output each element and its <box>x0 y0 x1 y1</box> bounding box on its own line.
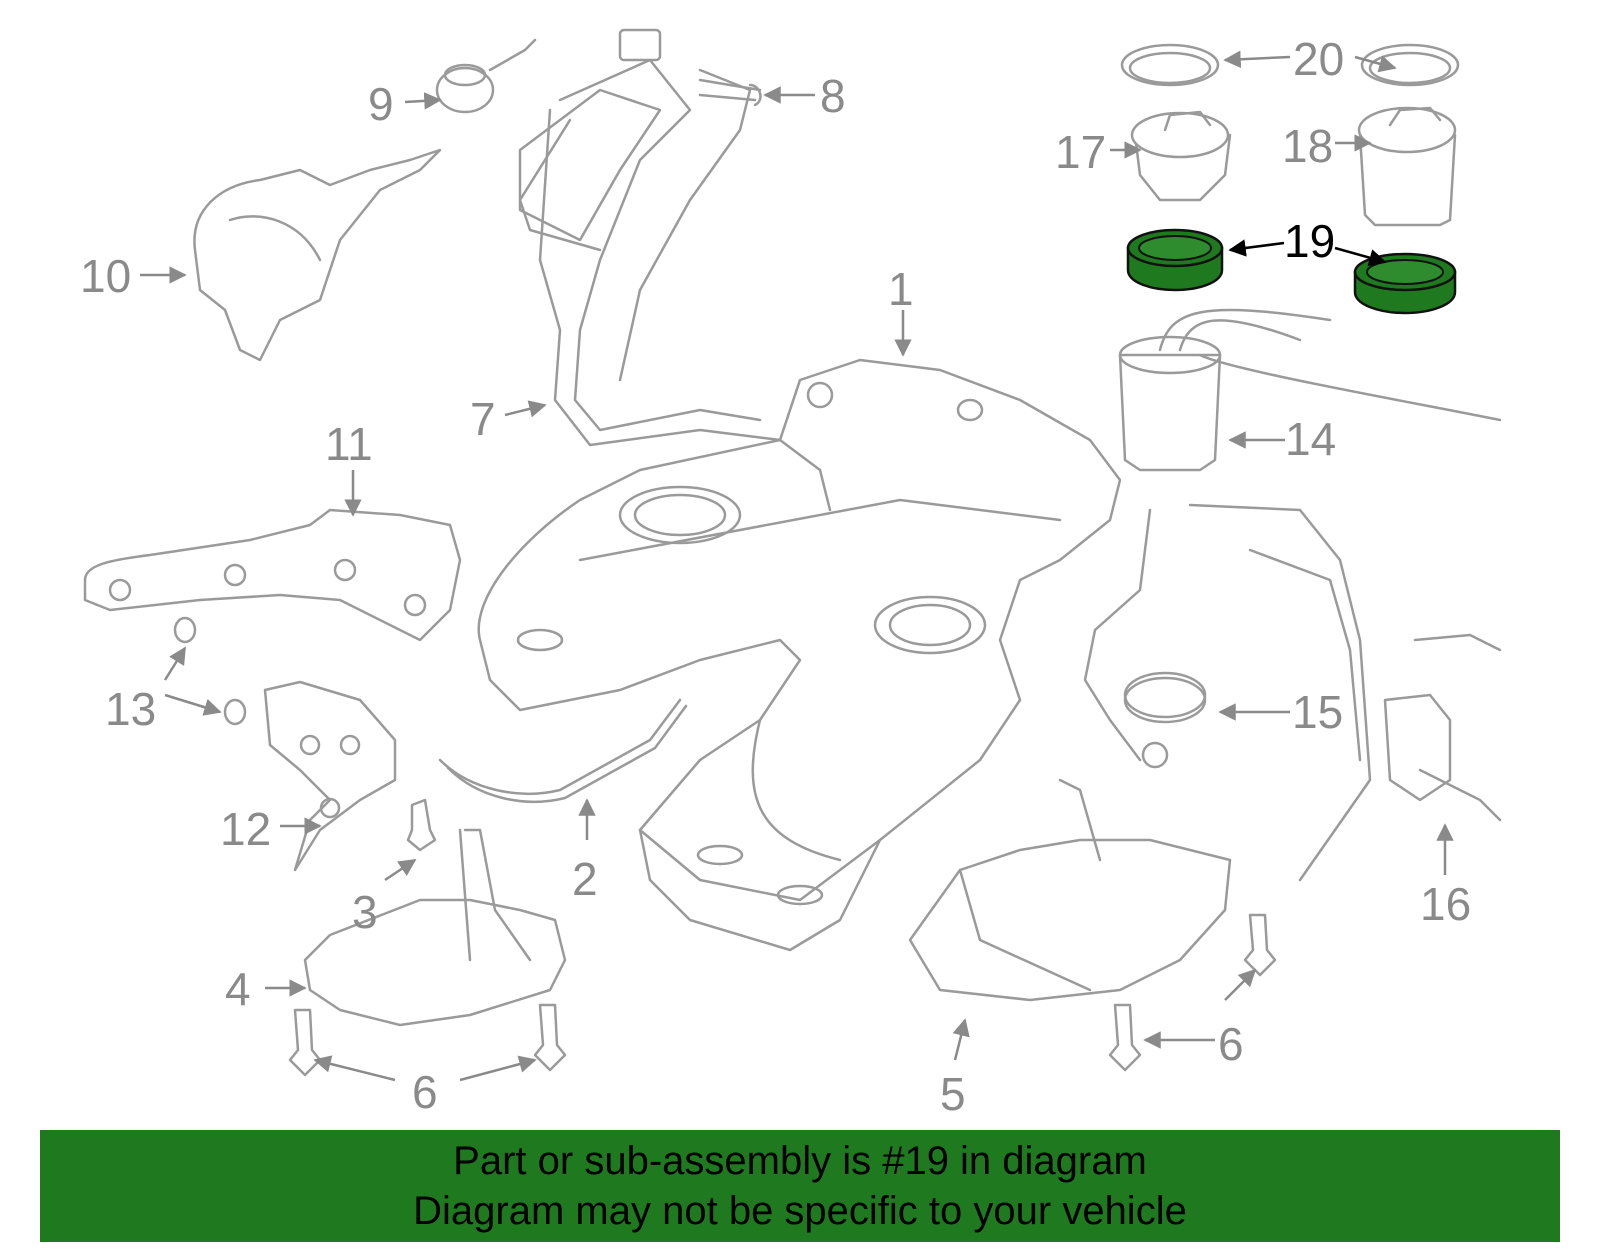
part-5-lower-shield <box>908 778 1232 1002</box>
callout-3: 3 <box>352 886 378 938</box>
seal-left <box>1126 228 1224 292</box>
part-4-lower-shield <box>303 828 567 1027</box>
part-7-filler-lines <box>518 58 832 512</box>
parts-diagram: 1 2 3 4 5 6 6 7 8 9 10 11 12 13 14 15 16… <box>80 28 1502 1120</box>
callout-20: 20 <box>1293 33 1344 85</box>
callout-14: 14 <box>1285 413 1336 465</box>
part-20-lock-rings <box>1120 43 1460 87</box>
part-11-heat-shield <box>83 508 462 642</box>
part-13-grommets <box>173 616 247 726</box>
part-3-bolt <box>406 798 437 852</box>
seal-right <box>1353 252 1457 315</box>
part-16-sender <box>1188 503 1502 882</box>
callout-5: 5 <box>940 1068 966 1120</box>
part-8-connector <box>618 28 762 107</box>
part-6-bolts <box>288 913 1277 1077</box>
callout-15: 15 <box>1292 686 1343 738</box>
callout-16: 16 <box>1420 878 1471 930</box>
callout-10: 10 <box>80 250 131 302</box>
part-1-fuel-tank <box>477 358 1122 952</box>
part-14-pump-module <box>1118 308 1502 472</box>
callout-12: 12 <box>220 803 271 855</box>
callout-19: 19 <box>1284 215 1335 267</box>
callout-9: 9 <box>368 78 394 130</box>
part-2-strap <box>438 698 688 803</box>
part-19-seals-highlighted <box>1126 228 1457 315</box>
callout-17: 17 <box>1055 126 1106 178</box>
leader-lines <box>140 50 1454 1082</box>
banner-line-1: Part or sub-assembly is #19 in diagram <box>453 1139 1147 1183</box>
banner-line-2: Diagram may not be specific to your vehi… <box>413 1189 1187 1233</box>
callout-7: 7 <box>470 393 496 445</box>
part-9-cap <box>435 38 537 114</box>
callout-1: 1 <box>888 263 914 315</box>
callout-13: 13 <box>105 683 156 735</box>
callout-4: 4 <box>225 963 251 1015</box>
callout-18: 18 <box>1282 120 1333 172</box>
callout-6-right: 6 <box>1218 1018 1244 1070</box>
callout-11: 11 <box>325 418 373 470</box>
part-10-heat-shield <box>193 148 442 362</box>
part-12-shield <box>263 680 397 872</box>
info-banner: Part or sub-assembly is #19 in diagram D… <box>40 1130 1560 1242</box>
callout-2: 2 <box>572 853 598 905</box>
part-17-pump <box>1130 110 1232 202</box>
part-15-lock-ring <box>1083 508 1207 769</box>
callout-labels: 1 2 3 4 5 6 6 7 8 9 10 11 12 13 14 15 16… <box>80 33 1471 1120</box>
part-18-pump <box>1357 106 1457 227</box>
callout-6-left: 6 <box>412 1066 438 1118</box>
callout-8: 8 <box>820 70 846 122</box>
